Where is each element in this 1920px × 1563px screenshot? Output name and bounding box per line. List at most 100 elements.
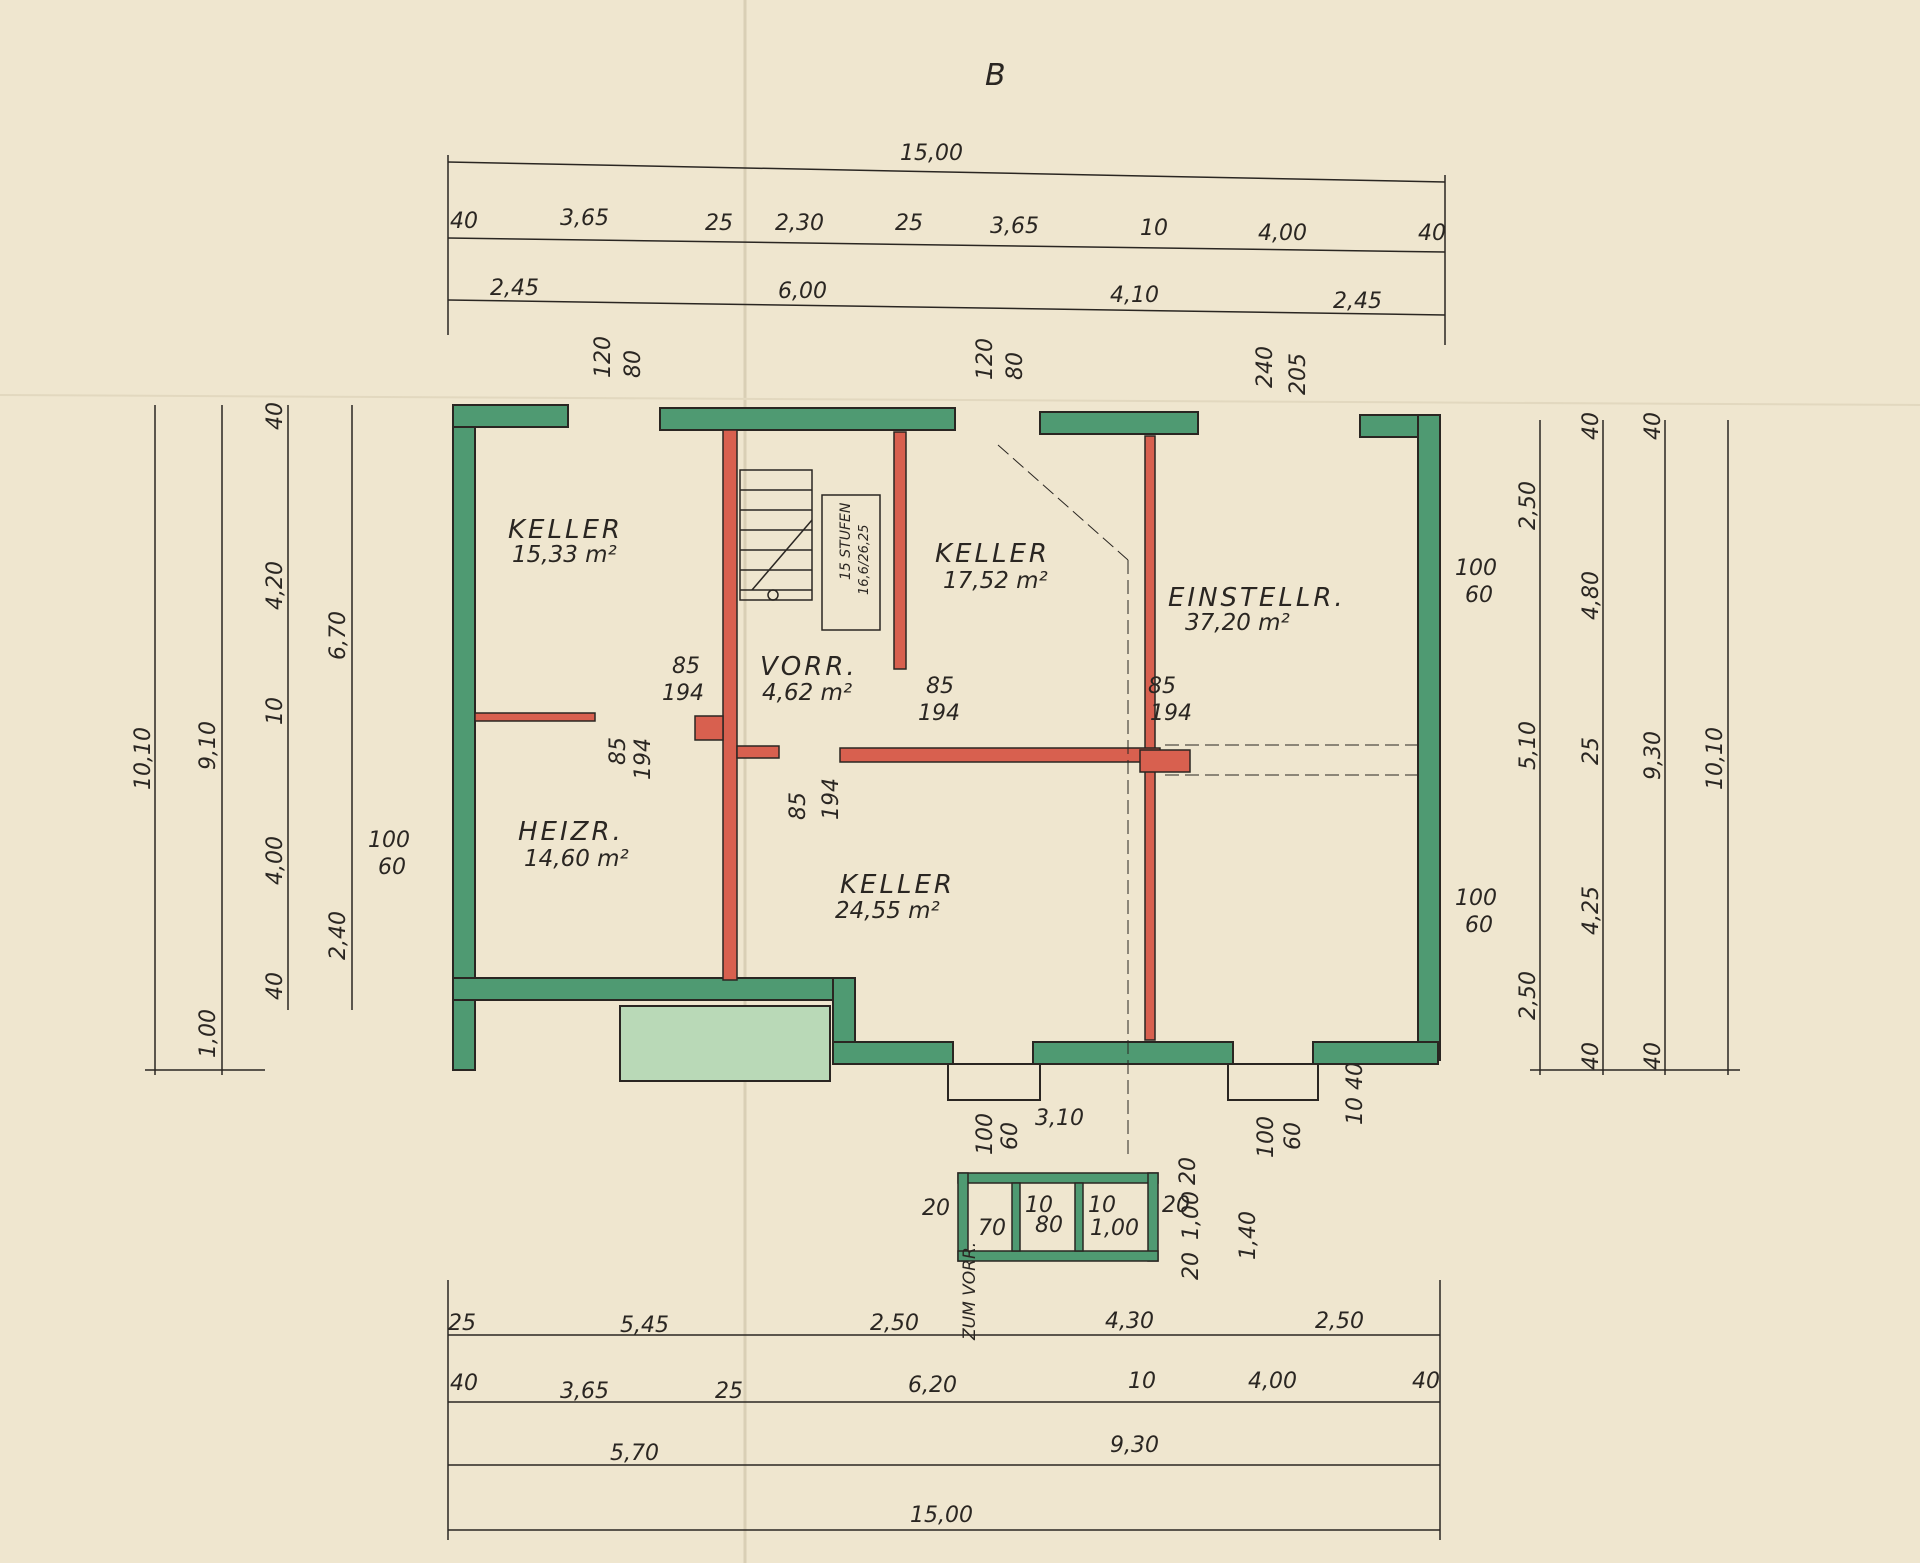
- room-keller-3: KELLER 24,55 m²: [835, 870, 955, 924]
- dim-text: 40: [450, 1371, 478, 1396]
- dim-bottom-total: 15,00: [910, 1503, 973, 1528]
- room-area: 17,52 m²: [943, 568, 1048, 594]
- room-name: KELLER: [935, 539, 1050, 569]
- dashed-lines: [997, 444, 1418, 1160]
- dim-text: 6,00: [778, 279, 827, 304]
- dim-text: 60: [998, 1122, 1023, 1150]
- dim-text: 80: [1035, 1213, 1063, 1238]
- dim-text: 85: [1148, 674, 1176, 699]
- dim-text: 40: [1418, 221, 1446, 246]
- dim-text: 1,40: [1236, 1211, 1261, 1260]
- dim-text: 2,45: [490, 276, 539, 301]
- staircase: [739, 469, 881, 631]
- hatched-area: [619, 1005, 831, 1082]
- fold-line: [0, 394, 1920, 406]
- dim-text: 100: [368, 828, 410, 853]
- top-dimensions: 15,00 40 3,65 25 2,30 25 3,65 10 4,00 40…: [450, 141, 1446, 395]
- room-area: 14,60 m²: [524, 846, 629, 872]
- dim-text: 10,10: [131, 727, 156, 790]
- dim-text: 100: [1455, 886, 1497, 911]
- dim-text: 20: [922, 1196, 950, 1221]
- dim-text: 1,00: [1090, 1216, 1139, 1241]
- sheet-label: B: [985, 58, 1006, 93]
- dim-text: 40: [1412, 1369, 1440, 1394]
- dim-text: 100: [973, 1113, 998, 1155]
- dim-text: 10: [1128, 1369, 1156, 1394]
- dim-text: 10: [1088, 1193, 1116, 1218]
- room-name: KELLER: [508, 515, 623, 545]
- room-area: 15,33 m²: [512, 542, 617, 568]
- dim-text: 4,20: [263, 561, 288, 610]
- dim-text: 10: [1343, 1097, 1368, 1125]
- dim-text: 5,10: [1516, 721, 1541, 770]
- dim-text: 9,30: [1641, 731, 1666, 780]
- dim-text: 25: [705, 211, 733, 236]
- dim-text: 60: [378, 855, 406, 880]
- dim-text: 85: [606, 737, 631, 765]
- dim-text: 20: [1162, 1193, 1190, 1218]
- left-dimensions: 10,10 9,10 1,00 40 4,20 10 4,00 40 6,70 …: [131, 402, 351, 1058]
- dim-text: 120: [973, 338, 998, 380]
- dim-text: 85: [672, 654, 700, 679]
- dim-text: 40: [1641, 412, 1666, 440]
- dim-text: 80: [621, 350, 646, 378]
- dim-text: 40: [1641, 1042, 1666, 1070]
- dim-text: 194: [1150, 701, 1192, 726]
- dim-text: 6,20: [908, 1373, 957, 1398]
- room-name: HEIZR.: [518, 817, 624, 847]
- room-vorraum: VORR. 4,62 m²: [760, 652, 855, 706]
- room-heizraum: HEIZR. 14,60 m²: [518, 817, 629, 872]
- dim-text: 40: [1343, 1062, 1368, 1090]
- light-well-dimensions: 3,10 20 70 10 80 10 1,00 20 20 1,00 20 1…: [922, 1106, 1261, 1280]
- dim-text: 120: [591, 336, 616, 378]
- dim-text: 2,50: [1516, 481, 1541, 530]
- dim-text: 3,65: [990, 214, 1039, 239]
- dim-text: 194: [631, 738, 656, 780]
- dim-text: 85: [786, 792, 811, 820]
- dim-text: 2,40: [326, 911, 351, 960]
- dim-text: 10: [1025, 1193, 1053, 1218]
- outer-walls: [452, 404, 1441, 1101]
- dim-text: 205: [1286, 353, 1311, 395]
- bottom-dimensions: 25 5,45 2,50 4,30 2,50 40 3,65 25 6,20 1…: [448, 1309, 1440, 1528]
- dim-text: 2,50: [1516, 971, 1541, 1020]
- room-name: KELLER: [840, 870, 955, 900]
- room-einstellraum: EINSTELLR. 37,20 m²: [1168, 583, 1346, 636]
- dim-text: 25: [895, 211, 923, 236]
- dim-text: 194: [819, 778, 844, 820]
- room-name: EINSTELLR.: [1168, 583, 1346, 613]
- room-area: 24,55 m²: [835, 898, 940, 924]
- dim-text: 9,10: [196, 721, 221, 770]
- inner-walls: [474, 429, 1191, 1041]
- dim-text: 10,10: [1703, 727, 1728, 790]
- dim-text: 20: [1179, 1252, 1204, 1280]
- dim-text: 25: [448, 1311, 476, 1336]
- dim-text: 194: [918, 701, 960, 726]
- dim-text: 4,00: [263, 836, 288, 885]
- dim-text: 4,25: [1579, 886, 1604, 935]
- dimension-lines: [145, 155, 1740, 1540]
- dim-text: 80: [1003, 352, 1028, 380]
- dim-text: 40: [263, 972, 288, 1000]
- dim-text: 20: [1176, 1157, 1201, 1185]
- dim-text: 4,00: [1248, 1369, 1297, 1394]
- dim-text: 25: [1579, 737, 1604, 765]
- dim-text: 2,50: [1315, 1309, 1364, 1334]
- dim-text: 100: [1254, 1116, 1279, 1158]
- access-note: ZUM VORR.: [960, 1242, 980, 1341]
- dim-text: 10: [263, 697, 288, 725]
- dim-text: 4,30: [1105, 1309, 1154, 1334]
- dim-text: 2,50: [870, 1311, 919, 1336]
- dim-text: 60: [1465, 583, 1493, 608]
- dim-text: 240: [1253, 346, 1278, 388]
- dim-text: 40: [1579, 1042, 1604, 1070]
- dim-text: 60: [1281, 1122, 1306, 1150]
- dim-text: 3,65: [560, 1379, 609, 1404]
- dim-text: 40: [1579, 412, 1604, 440]
- dim-text: 70: [978, 1216, 1006, 1241]
- dim-text: 25: [715, 1379, 743, 1404]
- dim-text: 1,00: [196, 1009, 221, 1058]
- dim-text: 4,10: [1110, 283, 1159, 308]
- room-keller-1: KELLER 15,33 m²: [508, 515, 623, 568]
- dim-text: 9,30: [1110, 1433, 1159, 1458]
